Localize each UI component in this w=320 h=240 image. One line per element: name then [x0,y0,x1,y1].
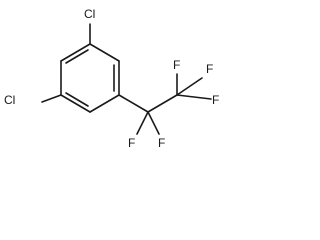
atom-label-f-lower-left: F [128,136,135,150]
atom-label-cl-left: Cl [4,93,15,107]
ring-double-bond-top-left [65,49,89,64]
ring-bond-top-left [60,43,91,62]
bond-to-f-lower-left [136,111,149,135]
ring-double-bond-bottom-left [65,92,89,107]
bond-to-cl-left [41,94,62,103]
bond-to-f-upper-mid [176,77,203,96]
atom-label-f-lower-right: F [158,136,165,150]
structure-diagram: Cl Cl F F F F F [4,7,219,150]
molecule-drawing: Cl Cl F F F F F [4,7,219,150]
atom-label-cl-top: Cl [84,7,95,21]
ring-bond-bottom-right [89,94,120,113]
ring-bond-bottom-left [60,94,91,113]
bond-to-f-lower-right [147,111,160,135]
ring-bond-top-right [89,43,120,62]
atom-label-f-upper-mid: F [206,62,213,76]
bond-to-f-upper-right [176,94,212,100]
bond-cf2-to-cf3 [147,94,178,113]
atom-label-f-upper-right: F [212,93,219,107]
bond-ring-to-cf2 [118,94,149,113]
atom-label-f-upper-left: F [173,58,180,72]
